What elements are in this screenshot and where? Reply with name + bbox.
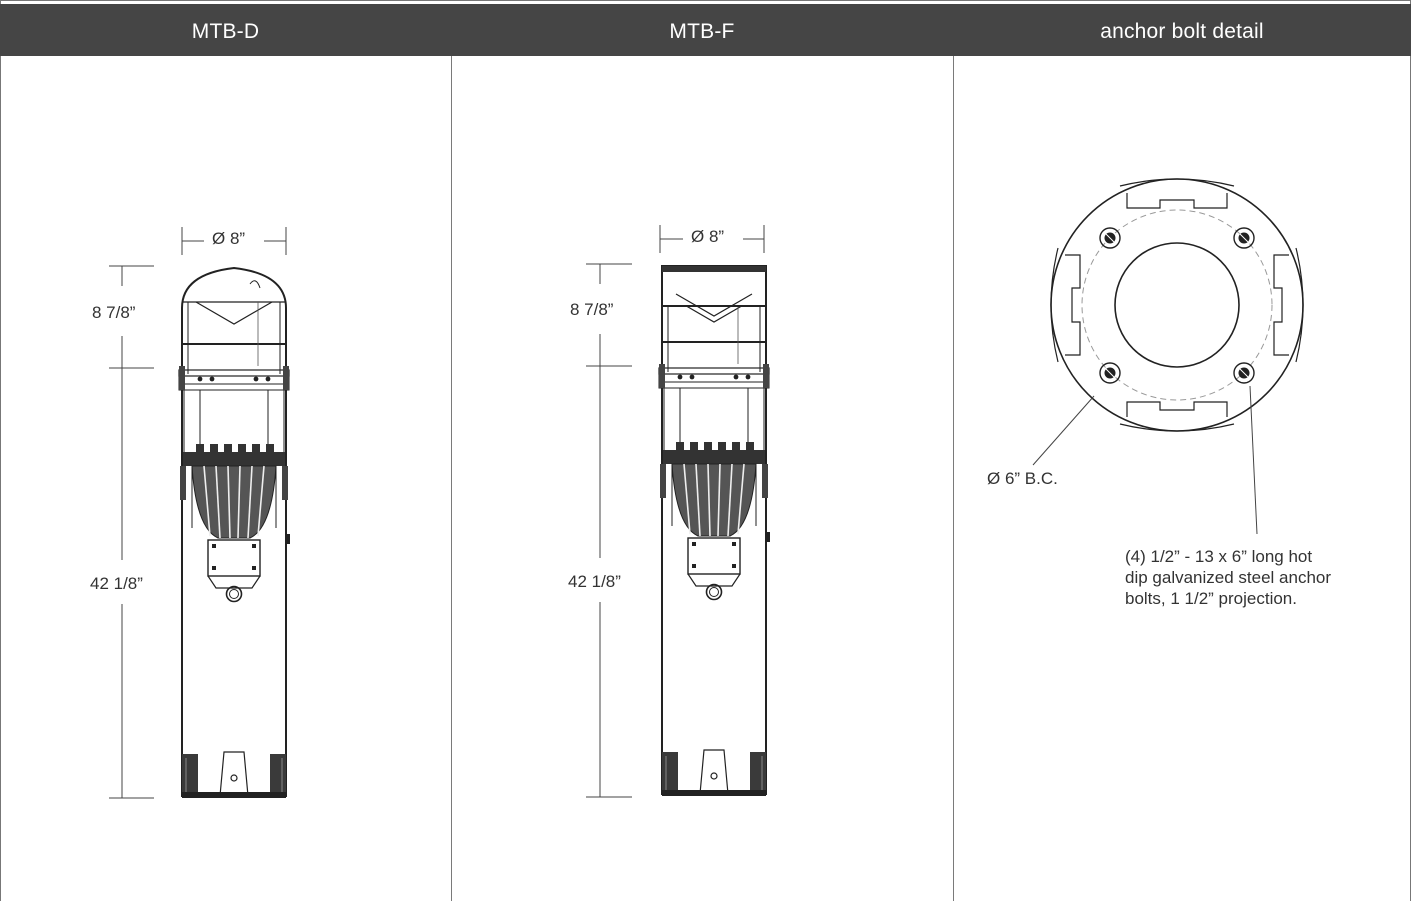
mtb-d-bollard-drawing bbox=[178, 267, 291, 799]
anchor-bolt-holes bbox=[1099, 227, 1255, 384]
mtb-f-dimension-lines bbox=[586, 225, 765, 798]
mtb-f-diameter-label: Ø 8” bbox=[691, 227, 725, 246]
anchor-bolt-note: (4) 1/2” - 13 x 6” long hot dip galvaniz… bbox=[1125, 546, 1365, 609]
anchor-bolt-plate-drawing bbox=[1050, 178, 1304, 432]
bolt-circle-label: Ø 6” B.C. bbox=[987, 469, 1058, 488]
mtb-f-total-height-label: 42 1/8” bbox=[568, 572, 621, 591]
mtb-f-top-height-label: 8 7/8” bbox=[570, 300, 614, 319]
mtb-d-diameter-label: Ø 8” bbox=[212, 229, 246, 248]
mtb-f-bollard-drawing bbox=[658, 265, 771, 797]
mtb-d-dimension-lines bbox=[109, 227, 287, 799]
anchor-bolt-note-line-1: (4) 1/2” - 13 x 6” long hot bbox=[1125, 547, 1313, 566]
column-divider-2 bbox=[953, 56, 954, 901]
anchor-leader-lines bbox=[1032, 385, 1258, 535]
anchor-bolt-note-line-3: bolts, 1 1/2” projection. bbox=[1125, 589, 1297, 608]
column-title-mtb-f: MTB-F bbox=[669, 20, 735, 43]
column-title-anchor-bolt-detail: anchor bolt detail bbox=[1100, 20, 1264, 43]
header-bar: MTB-D MTB-F anchor bolt detail bbox=[0, 4, 1411, 56]
anchor-bolt-note-line-2: dip galvanized steel anchor bbox=[1125, 568, 1332, 587]
column-divider-1 bbox=[451, 56, 452, 901]
column-title-mtb-d: MTB-D bbox=[191, 20, 260, 43]
mtb-d-top-height-label: 8 7/8” bbox=[92, 303, 136, 322]
mtb-d-total-height-label: 42 1/8” bbox=[90, 574, 143, 593]
